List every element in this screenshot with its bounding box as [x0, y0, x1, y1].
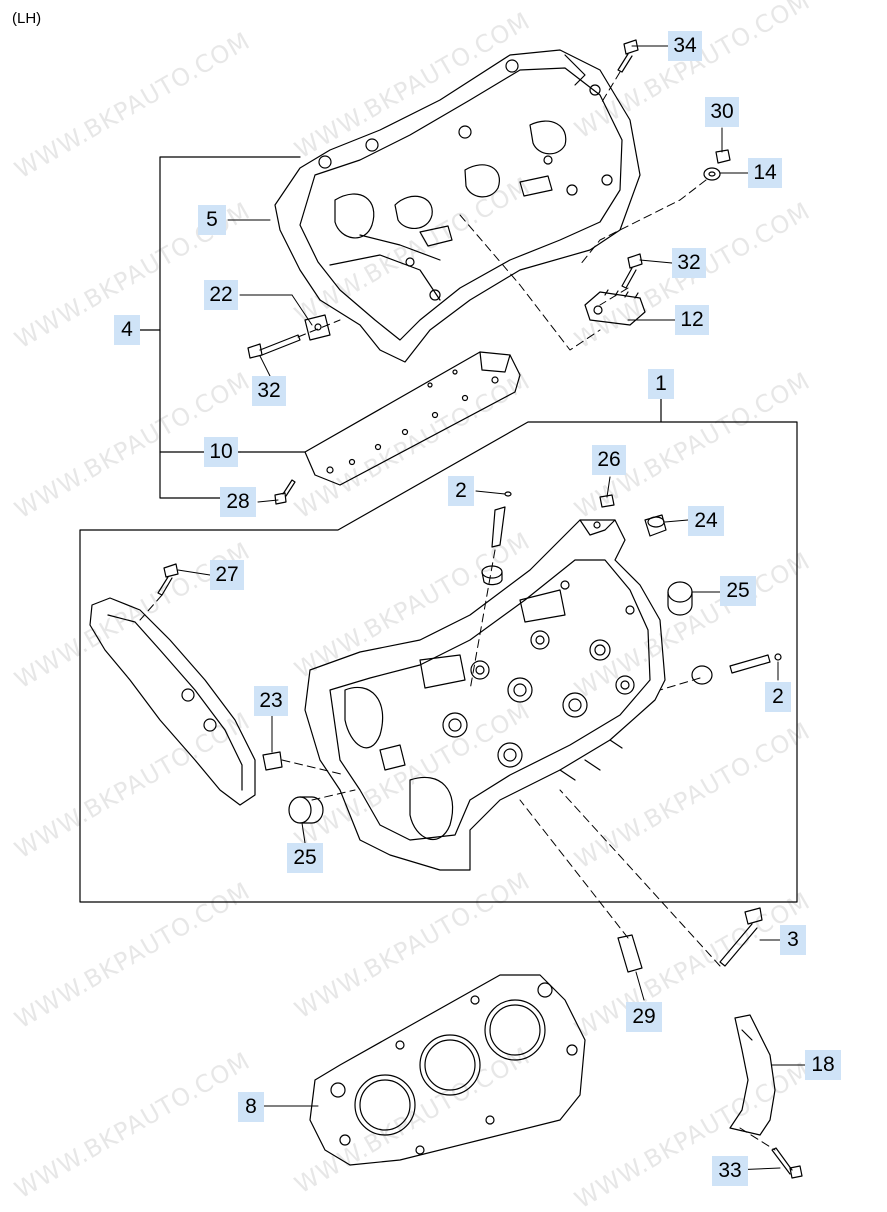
- callout-4[interactable]: 4: [114, 315, 140, 345]
- part-26-plug: [599, 494, 615, 508]
- part-25-seal-upper: [667, 581, 693, 616]
- group-1-frame: [79, 397, 798, 903]
- callout-27[interactable]: 27: [210, 560, 244, 590]
- callout-33[interactable]: 33: [712, 1156, 748, 1186]
- callout-5[interactable]: 5: [198, 205, 226, 235]
- callout-1[interactable]: 1: [648, 369, 674, 399]
- callout-10[interactable]: 10: [204, 437, 238, 467]
- part-29-stud: [617, 934, 643, 973]
- part-22-clip: [304, 314, 331, 341]
- callout-23[interactable]: 23: [254, 686, 288, 716]
- washer-14: [703, 167, 721, 181]
- nut-30: [715, 149, 731, 164]
- callout-25[interactable]: 25: [287, 843, 323, 873]
- part-27-cover: [89, 563, 256, 806]
- cylinder-head: [304, 519, 666, 871]
- callout-29[interactable]: 29: [626, 1002, 662, 1032]
- part-2-guide-right: [691, 653, 782, 685]
- callout-24[interactable]: 24: [688, 506, 724, 536]
- callout-28[interactable]: 28: [220, 487, 256, 517]
- bolt-28: [274, 479, 296, 505]
- part-24-plug: [644, 514, 667, 537]
- bolt-34: [617, 39, 639, 73]
- callout-12[interactable]: 12: [675, 305, 709, 335]
- callout-30[interactable]: 30: [705, 97, 739, 127]
- callout-3[interactable]: 3: [780, 925, 806, 955]
- bolt-32-right: [621, 253, 643, 289]
- callout-18[interactable]: 18: [805, 1050, 841, 1080]
- part-2-guide-top: [481, 491, 512, 586]
- part-3-bolt: [719, 907, 763, 967]
- callout-25[interactable]: 25: [720, 576, 756, 606]
- callout-34[interactable]: 34: [668, 31, 702, 61]
- callout-32[interactable]: 32: [672, 248, 706, 278]
- part-8-head-gasket: [309, 974, 586, 1166]
- dashed-alignment-lines: [139, 71, 776, 1151]
- part-23-plug: [262, 751, 283, 771]
- callout-2[interactable]: 2: [448, 476, 474, 506]
- cylinder-head-cover: [274, 49, 641, 363]
- callout-26[interactable]: 26: [592, 445, 626, 475]
- callout-22[interactable]: 22: [204, 280, 238, 310]
- part-18-chain-guide: [729, 1014, 776, 1136]
- callout-14[interactable]: 14: [748, 158, 782, 188]
- bolt-32-left: [247, 334, 301, 359]
- part-12-bracket: [584, 289, 646, 326]
- callout-32[interactable]: 32: [252, 376, 286, 406]
- baffle-plate: [304, 351, 521, 486]
- callout-8[interactable]: 8: [238, 1092, 264, 1122]
- part-25-seal-lower: [288, 796, 324, 824]
- part-33-bolt: [771, 1147, 803, 1179]
- side-label: (LH): [12, 10, 42, 27]
- callout-2[interactable]: 2: [765, 682, 791, 712]
- leader-lines: [177, 45, 806, 1171]
